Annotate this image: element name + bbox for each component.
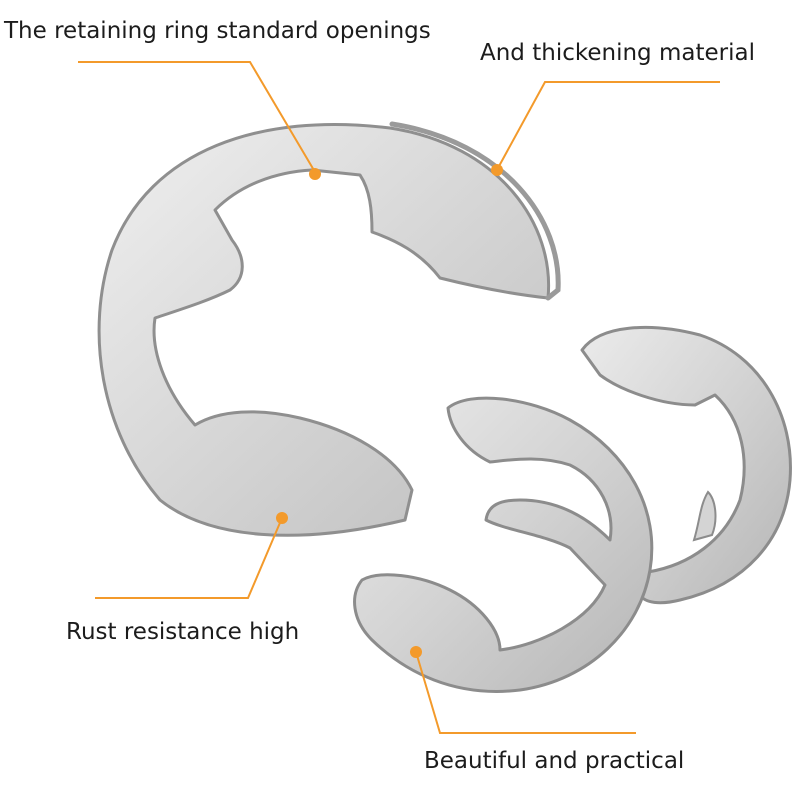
dot-thickening xyxy=(491,164,503,176)
leader-openings xyxy=(78,61,316,173)
leader-beautiful xyxy=(415,651,636,734)
callout-thickening: And thickening material xyxy=(480,40,755,66)
callout-leaders xyxy=(78,61,720,734)
leader-rust xyxy=(95,517,283,599)
dot-beautiful xyxy=(410,646,422,658)
callout-openings: The retaining ring standard openings xyxy=(4,18,431,44)
large-retaining-ring xyxy=(97,121,561,537)
callout-dots xyxy=(276,164,503,658)
leader-thickening xyxy=(497,81,720,169)
callout-beautiful: Beautiful and practical xyxy=(424,748,685,774)
dot-rust xyxy=(276,512,288,524)
small-retaining-ring-front xyxy=(353,396,654,693)
dot-openings xyxy=(309,168,321,180)
callout-rust: Rust resistance high xyxy=(66,619,300,645)
small-retaining-ring-back xyxy=(580,326,792,605)
